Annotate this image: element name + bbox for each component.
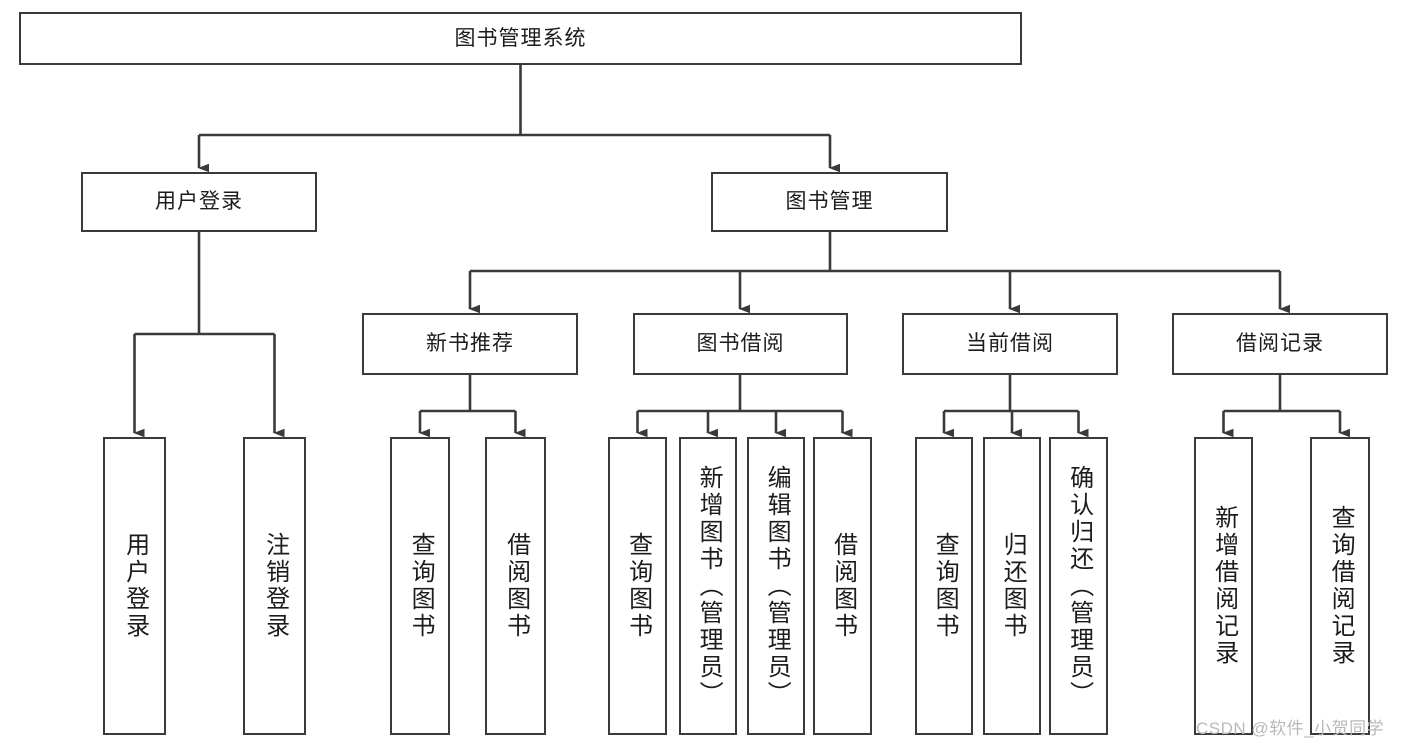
node-borrow-books-2[interactable]: 借阅图书 — [813, 437, 872, 735]
node-confirm-return-admin[interactable]: 确认归还（管理员） — [1049, 437, 1108, 735]
node-add-borrow-record-label: 新增借阅记录 — [1210, 505, 1238, 667]
node-confirm-return-admin-label: 确认归还（管理员） — [1065, 464, 1093, 708]
csdn-watermark: CSDN @软件_小贺同学 — [1196, 719, 1385, 738]
node-query-books-2[interactable]: 查询图书 — [608, 437, 667, 735]
node-root[interactable]: 图书管理系统 — [19, 12, 1022, 65]
node-query-books-2-label: 查询图书 — [624, 532, 652, 640]
node-borrow-books-1-label: 借阅图书 — [502, 532, 530, 640]
node-current-borrowing-label: 当前借阅 — [966, 332, 1054, 356]
node-user-logout[interactable]: 注销登录 — [243, 437, 306, 735]
node-book-borrowing[interactable]: 图书借阅 — [633, 313, 848, 375]
node-borrow-books-2-label: 借阅图书 — [829, 532, 857, 640]
node-root-label: 图书管理系统 — [454, 26, 587, 50]
node-user-logout-label: 注销登录 — [261, 532, 289, 640]
node-new-book-recommend-label: 新书推荐 — [426, 332, 514, 356]
node-query-books-3-label: 查询图书 — [931, 532, 959, 640]
node-query-books-1[interactable]: 查询图书 — [390, 437, 450, 735]
node-user-login[interactable]: 用户登录 — [81, 172, 317, 232]
node-add-book-admin-label: 新增图书（管理员） — [695, 464, 723, 708]
node-user-login-do[interactable]: 用户登录 — [103, 437, 166, 735]
node-borrow-books-1[interactable]: 借阅图书 — [485, 437, 546, 735]
node-book-management-label: 图书管理 — [785, 190, 874, 214]
node-query-books-1-label: 查询图书 — [407, 532, 435, 640]
node-return-books[interactable]: 归还图书 — [983, 437, 1041, 735]
node-borrow-records[interactable]: 借阅记录 — [1172, 313, 1388, 375]
node-user-login-label: 用户登录 — [155, 190, 243, 214]
node-edit-book-admin-label: 编辑图书（管理员） — [763, 464, 791, 708]
node-query-borrow-record[interactable]: 查询借阅记录 — [1310, 437, 1370, 735]
node-book-management[interactable]: 图书管理 — [711, 172, 948, 232]
node-return-books-label: 归还图书 — [999, 532, 1027, 640]
node-new-book-recommend[interactable]: 新书推荐 — [362, 313, 578, 375]
node-user-login-do-label: 用户登录 — [121, 532, 149, 640]
node-current-borrowing[interactable]: 当前借阅 — [902, 313, 1118, 375]
node-borrow-records-label: 借阅记录 — [1236, 332, 1324, 356]
node-query-borrow-record-label: 查询借阅记录 — [1327, 505, 1355, 667]
node-edit-book-admin[interactable]: 编辑图书（管理员） — [747, 437, 805, 735]
node-add-borrow-record[interactable]: 新增借阅记录 — [1194, 437, 1253, 735]
node-query-books-3[interactable]: 查询图书 — [915, 437, 973, 735]
node-book-borrowing-label: 图书借阅 — [696, 332, 785, 356]
node-add-book-admin[interactable]: 新增图书（管理员） — [679, 437, 737, 735]
